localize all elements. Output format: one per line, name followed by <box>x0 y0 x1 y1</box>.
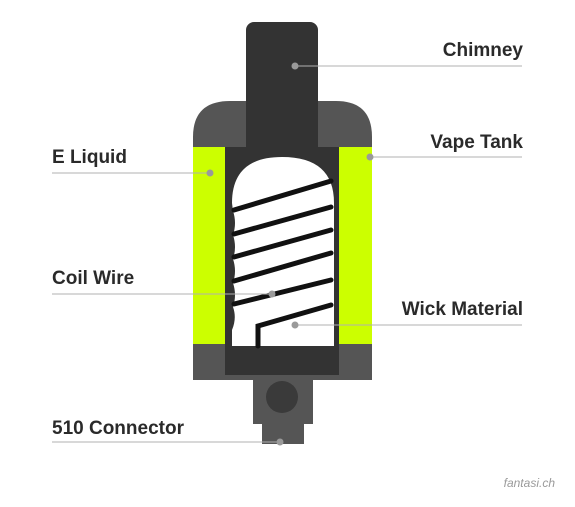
e-liquid-dot <box>206 169 214 177</box>
connector-hole <box>266 381 298 413</box>
wick-material-label: Wick Material <box>401 299 523 320</box>
coil-wire-label: Coil Wire <box>52 268 135 289</box>
wick-material-dot <box>291 321 299 329</box>
vape-tank-label: Vape Tank <box>430 132 523 153</box>
chimney-dot <box>291 62 299 70</box>
e-liquid-right <box>339 147 372 344</box>
e-liquid-left <box>193 147 225 344</box>
connector-pin <box>262 420 304 444</box>
vape-tank-dot <box>366 153 374 161</box>
coil-wire-dot <box>268 290 276 298</box>
credit-text: fantasi.ch <box>503 476 555 490</box>
connector-510-label: 510 Connector <box>52 418 184 439</box>
chimney-label: Chimney <box>442 40 523 61</box>
chimney <box>246 22 318 172</box>
coil-wire <box>231 178 334 349</box>
e-liquid-label: E Liquid <box>52 147 127 168</box>
connector-dot <box>276 438 284 446</box>
